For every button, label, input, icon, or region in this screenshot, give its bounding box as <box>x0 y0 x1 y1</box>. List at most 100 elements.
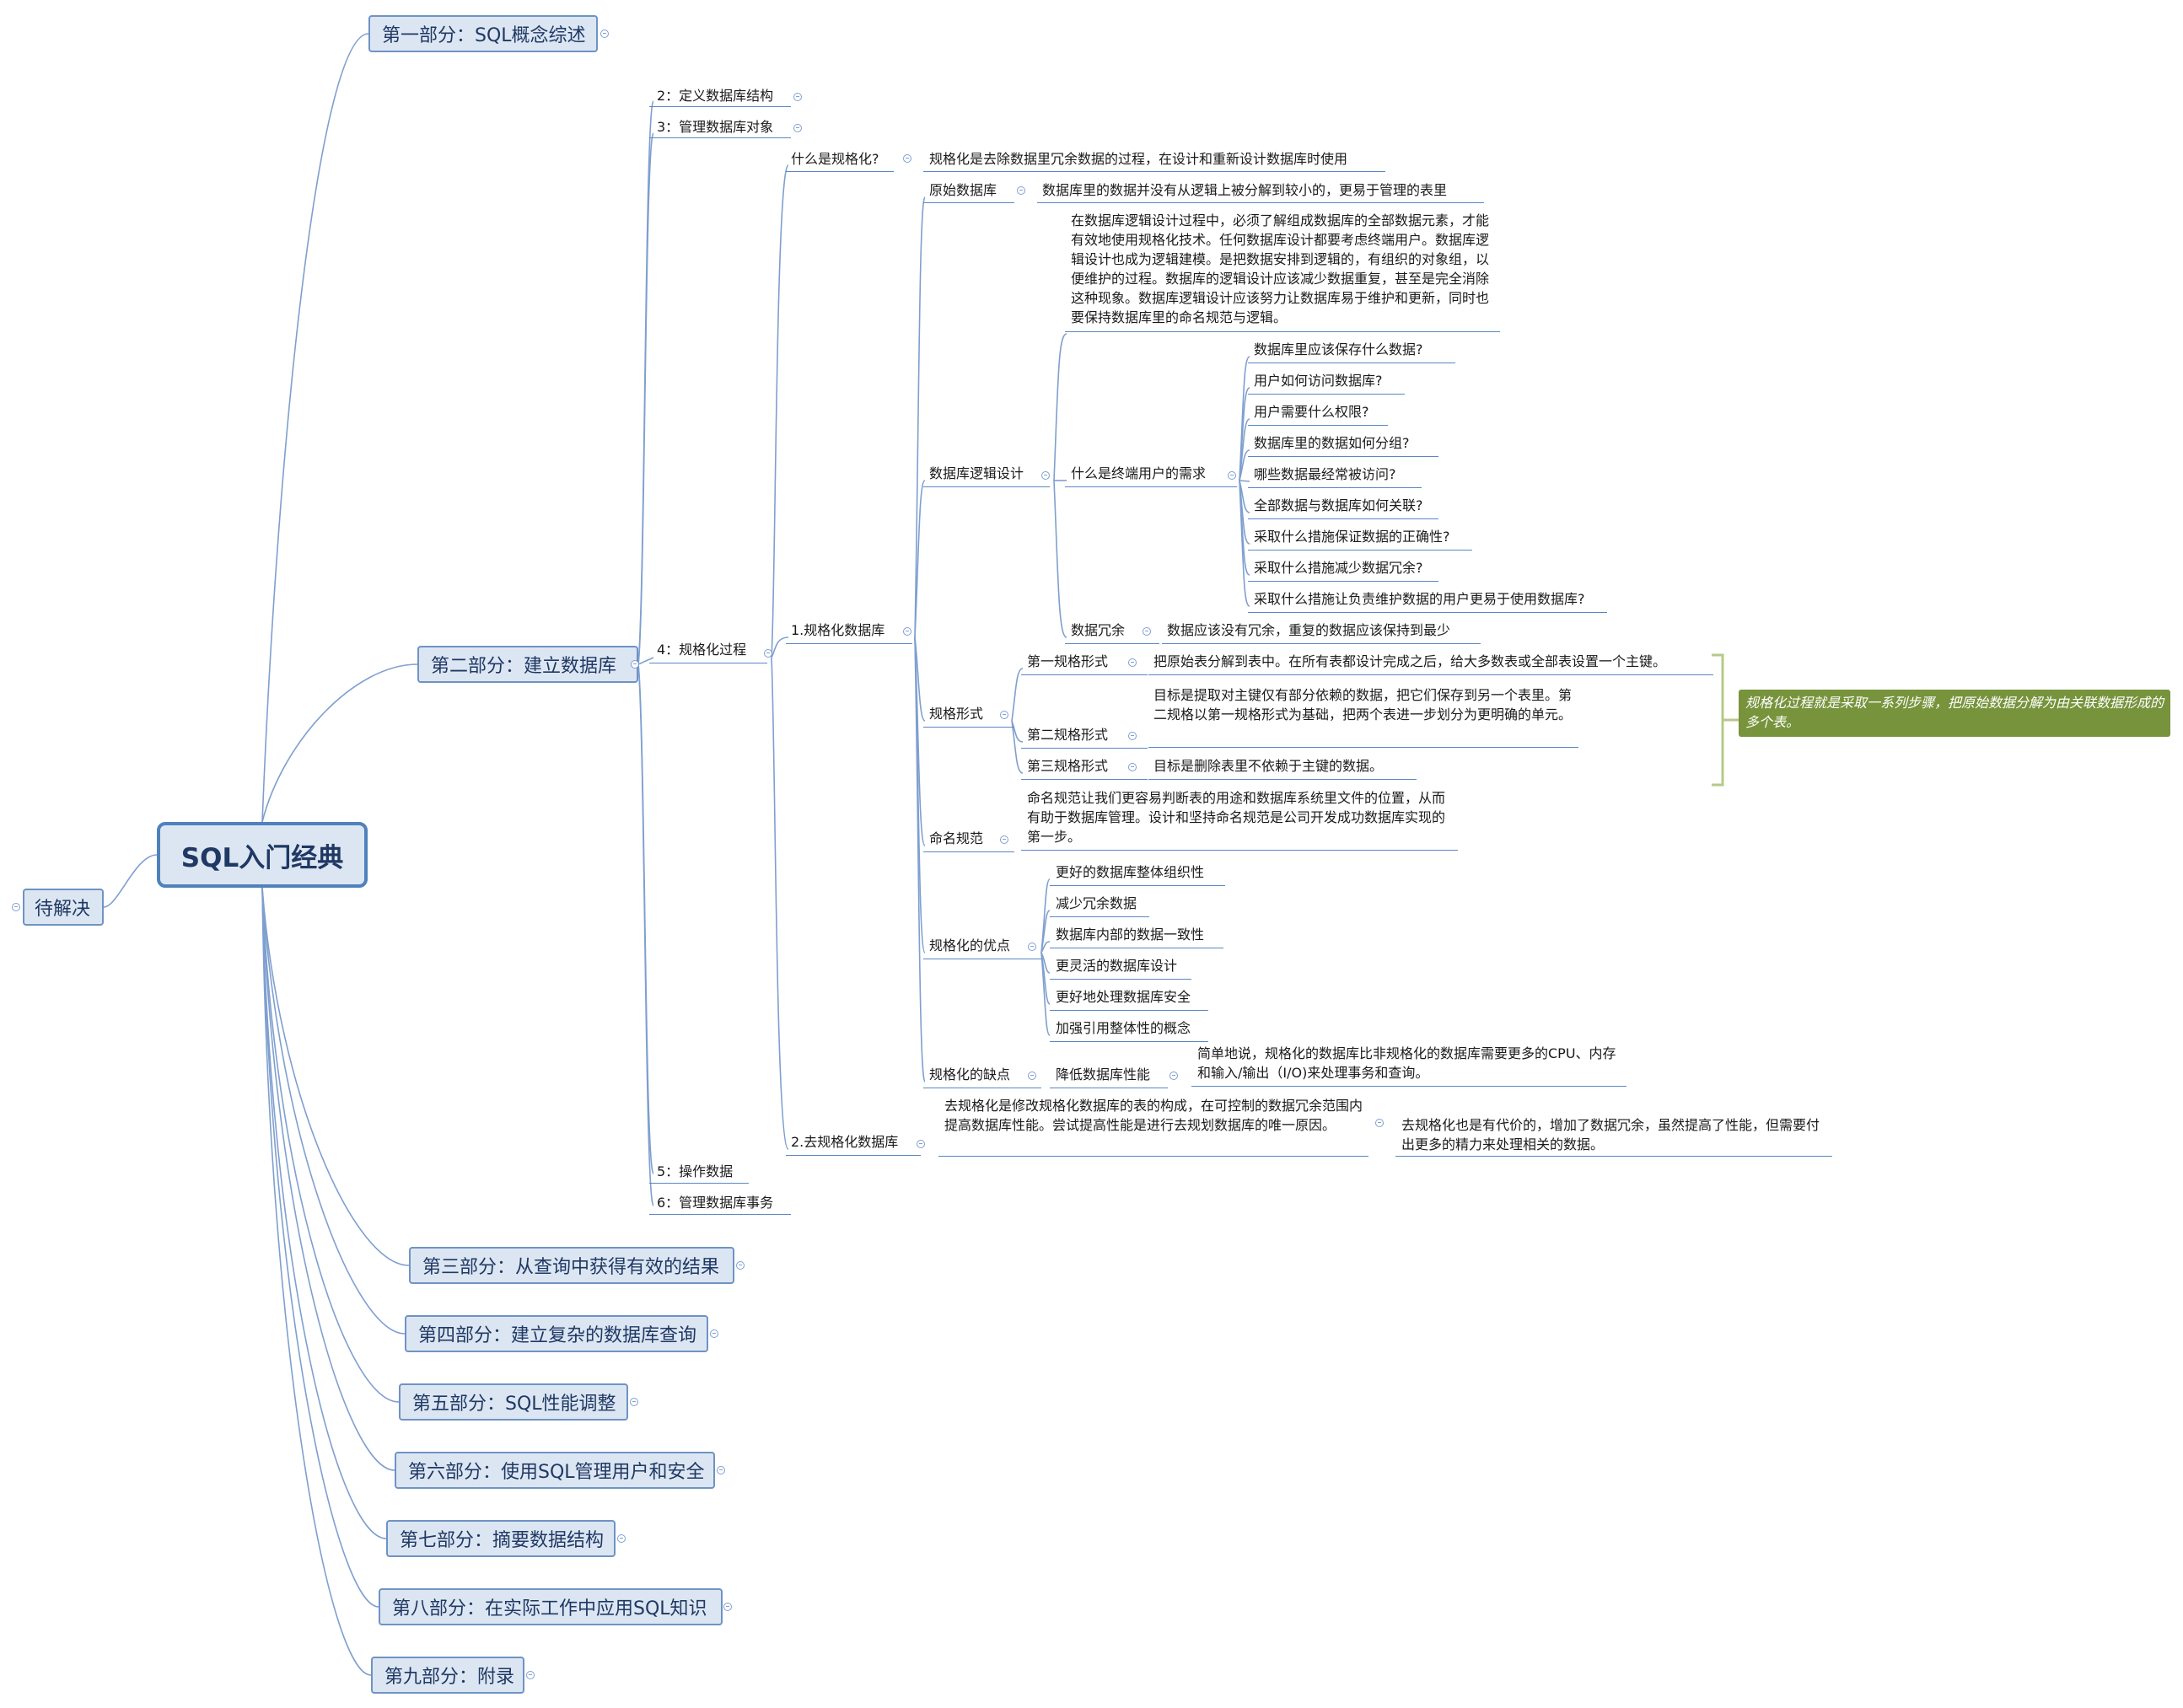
collapse-toggle-icon[interactable] <box>630 1398 638 1406</box>
collapse-toggle-icon[interactable] <box>617 1534 626 1543</box>
collapse-toggle-icon[interactable] <box>903 154 911 163</box>
question-item: 采取什么措施保证数据的正确性? <box>1254 529 1450 545</box>
side-node[interactable]: 待解决 <box>23 889 104 926</box>
denormalize-db-label[interactable]: 2.去规格化数据库 <box>791 1134 899 1150</box>
raw-db-desc: 数据库里的数据并没有从逻辑上被分解到较小的，更易于管理的表里 <box>1042 182 1448 198</box>
disadvantages-label[interactable]: 规格化的缺点 <box>929 1066 1011 1082</box>
collapse-toggle-icon[interactable] <box>631 660 639 669</box>
part-node-2[interactable]: 第二部分：建立数据库 <box>417 646 638 683</box>
collapse-toggle-icon[interactable] <box>1143 627 1151 636</box>
part-label: 第七部分：摘要数据结构 <box>400 1530 605 1551</box>
part-node-3[interactable]: 第三部分：从查询中获得有效的结果 <box>409 1247 734 1284</box>
what-is-normalization-desc: 规格化是去除数据里冗余数据的过程，在设计和重新设计数据库时使用 <box>929 151 1348 167</box>
forms-note[interactable]: 规格化过程就是采取一系列步骤，把原始数据分解为由关联数据形成的多个表。 <box>1739 690 2170 737</box>
part-node-4[interactable]: 第四部分：建立复杂的数据库查询 <box>405 1315 708 1352</box>
question-item: 数据库里应该保存什么数据? <box>1254 341 1423 357</box>
normalize-db-label[interactable]: 1.规格化数据库 <box>791 622 885 638</box>
root-label: SQL入门经典 <box>180 842 344 873</box>
root-node[interactable]: SQL入门经典 <box>157 822 368 888</box>
part-label: 第五部分：SQL性能调整 <box>412 1394 616 1415</box>
nf1-label[interactable]: 第一规格形式 <box>1027 653 1109 669</box>
question-item: 用户如何访问数据库? <box>1254 373 1383 389</box>
chapter-2-label[interactable]: 2：定义数据库结构 <box>657 88 774 104</box>
part-label: 第六部分：使用SQL管理用户和安全 <box>408 1462 705 1483</box>
advantage-item: 更好地处理数据库安全 <box>1056 989 1191 1005</box>
perf-label[interactable]: 降低数据库性能 <box>1056 1066 1151 1082</box>
part-node-1[interactable]: 第一部分：SQL概念综述 <box>368 15 598 52</box>
forms-label[interactable]: 规格形式 <box>929 706 984 722</box>
collapse-toggle-icon[interactable] <box>1375 1119 1384 1127</box>
advantage-item: 更灵活的数据库设计 <box>1056 958 1178 974</box>
question-item: 全部数据与数据库如何关联? <box>1254 497 1423 513</box>
redundancy-label[interactable]: 数据冗余 <box>1071 622 1126 638</box>
denormalize-desc[interactable]: 去规格化是修改规格化数据库的表的构成，在可控制的数据冗余范围内提高数据库性能。尝… <box>944 1098 1363 1133</box>
part-label: 第八部分：在实际工作中应用SQL知识 <box>392 1598 707 1619</box>
advantage-item: 加强引用整体性的概念 <box>1056 1020 1191 1036</box>
collapse-toggle-icon[interactable] <box>1128 763 1137 771</box>
collapse-toggle-icon[interactable] <box>710 1329 718 1338</box>
collapse-toggle-icon[interactable] <box>1028 943 1036 951</box>
collapse-toggle-icon[interactable] <box>717 1466 725 1474</box>
part-node-7[interactable]: 第七部分：摘要数据结构 <box>386 1520 616 1557</box>
forms-note-text: 规格化过程就是采取一系列步骤，把原始数据分解为由关联数据形成的多个表。 <box>1745 695 2164 730</box>
collapse-toggle-icon[interactable] <box>793 93 802 101</box>
question-item: 数据库里的数据如何分组? <box>1254 435 1410 451</box>
collapse-toggle-icon[interactable] <box>903 627 911 636</box>
collapse-toggle-icon[interactable] <box>1000 711 1008 719</box>
collapse-toggle-icon[interactable] <box>526 1671 535 1679</box>
chapter-5-label[interactable]: 5：操作数据 <box>657 1163 734 1179</box>
part-label: 第四部分：建立复杂的数据库查询 <box>418 1325 697 1346</box>
logic-design-label[interactable]: 数据库逻辑设计 <box>929 465 1024 481</box>
user-needs-label[interactable]: 什么是终端用户的需求 <box>1071 465 1207 481</box>
advantage-item: 更好的数据库整体组织性 <box>1056 864 1205 880</box>
naming-desc: 命名规范让我们更容易判断表的用途和数据库系统里文件的位置，从而有助于数据库管理。… <box>1027 790 1446 845</box>
collapse-toggle-icon[interactable] <box>1169 1072 1178 1080</box>
question-item: 采取什么措施让负责维护数据的用户更易于使用数据库? <box>1254 591 1585 607</box>
nf2-desc: 目标是提取对主键仅有部分依赖的数据，把它们保存到另一个表里。第二规格以第一规格形… <box>1153 687 1573 722</box>
what-is-normalization[interactable]: 什么是规格化? <box>791 151 879 167</box>
part-node-9[interactable]: 第九部分：附录 <box>371 1657 524 1694</box>
collapse-toggle-icon[interactable] <box>1028 1072 1036 1080</box>
collapse-toggle-icon[interactable] <box>723 1603 732 1611</box>
advantage-item: 减少冗余数据 <box>1056 895 1137 911</box>
collapse-toggle-icon[interactable] <box>1000 835 1008 844</box>
nf2-label[interactable]: 第二规格形式 <box>1027 727 1109 743</box>
collapse-toggle-icon[interactable] <box>1128 732 1137 740</box>
part-node-8[interactable]: 第八部分：在实际工作中应用SQL知识 <box>379 1588 723 1625</box>
logic-design-desc: 在数据库逻辑设计过程中，必须了解组成数据库的全部数据元素，才能有效地使用规格化技… <box>1071 212 1490 325</box>
naming-label[interactable]: 命名规范 <box>929 830 984 846</box>
collapse-toggle-icon[interactable] <box>1041 471 1050 480</box>
part-node-6[interactable]: 第六部分：使用SQL管理用户和安全 <box>395 1452 715 1489</box>
advantages-label[interactable]: 规格化的优点 <box>929 937 1011 953</box>
question-item: 用户需要什么权限? <box>1254 404 1369 420</box>
collapse-toggle-icon[interactable] <box>12 903 20 911</box>
collapse-toggle-icon[interactable] <box>600 30 609 38</box>
collapse-toggle-icon[interactable] <box>1128 658 1137 667</box>
perf-desc: 简单地说，规格化的数据库比非规格化的数据库需要更多的CPU、内存和输入/输出（I… <box>1197 1045 1616 1081</box>
nf1-desc: 把原始表分解到表中。在所有表都设计完成之后，给大多数表或全部表设置一个主键。 <box>1153 653 1667 669</box>
collapse-toggle-icon[interactable] <box>793 124 802 132</box>
collapse-toggle-icon[interactable] <box>736 1261 745 1270</box>
question-item: 采取什么措施减少数据冗余? <box>1254 560 1423 576</box>
question-item: 哪些数据最经常被访问? <box>1254 466 1396 482</box>
part-node-5[interactable]: 第五部分：SQL性能调整 <box>399 1383 628 1421</box>
chapter-3-label[interactable]: 3：管理数据库对象 <box>657 119 774 135</box>
part-label: 第九部分：附录 <box>384 1667 515 1688</box>
nf3-label[interactable]: 第三规格形式 <box>1027 758 1109 774</box>
part-label: 第二部分：建立数据库 <box>431 656 617 677</box>
redundancy-desc: 数据应该没有冗余，重复的数据应该保持到最少 <box>1167 622 1451 638</box>
collapse-toggle-icon[interactable] <box>1228 471 1236 480</box>
chapter-6-label[interactable]: 6：管理数据库事务 <box>657 1195 774 1211</box>
chapter-4-label[interactable]: 4：规格化过程 <box>657 642 747 658</box>
collapse-toggle-icon[interactable] <box>764 649 772 658</box>
raw-db-label[interactable]: 原始数据库 <box>929 182 997 198</box>
collapse-toggle-icon[interactable] <box>1017 186 1025 195</box>
side-label: 待解决 <box>35 899 91 920</box>
denormalize-cost: 去规格化也是有代价的，增加了数据冗余，虽然提高了性能，但需要付出更多的精力来处理… <box>1401 1117 1820 1152</box>
part-label: 第一部分：SQL概念综述 <box>382 25 586 46</box>
nf3-desc: 目标是删除表里不依赖于主键的数据。 <box>1153 758 1384 774</box>
advantage-item: 数据库内部的数据一致性 <box>1056 927 1205 943</box>
collapse-toggle-icon[interactable] <box>917 1140 925 1148</box>
